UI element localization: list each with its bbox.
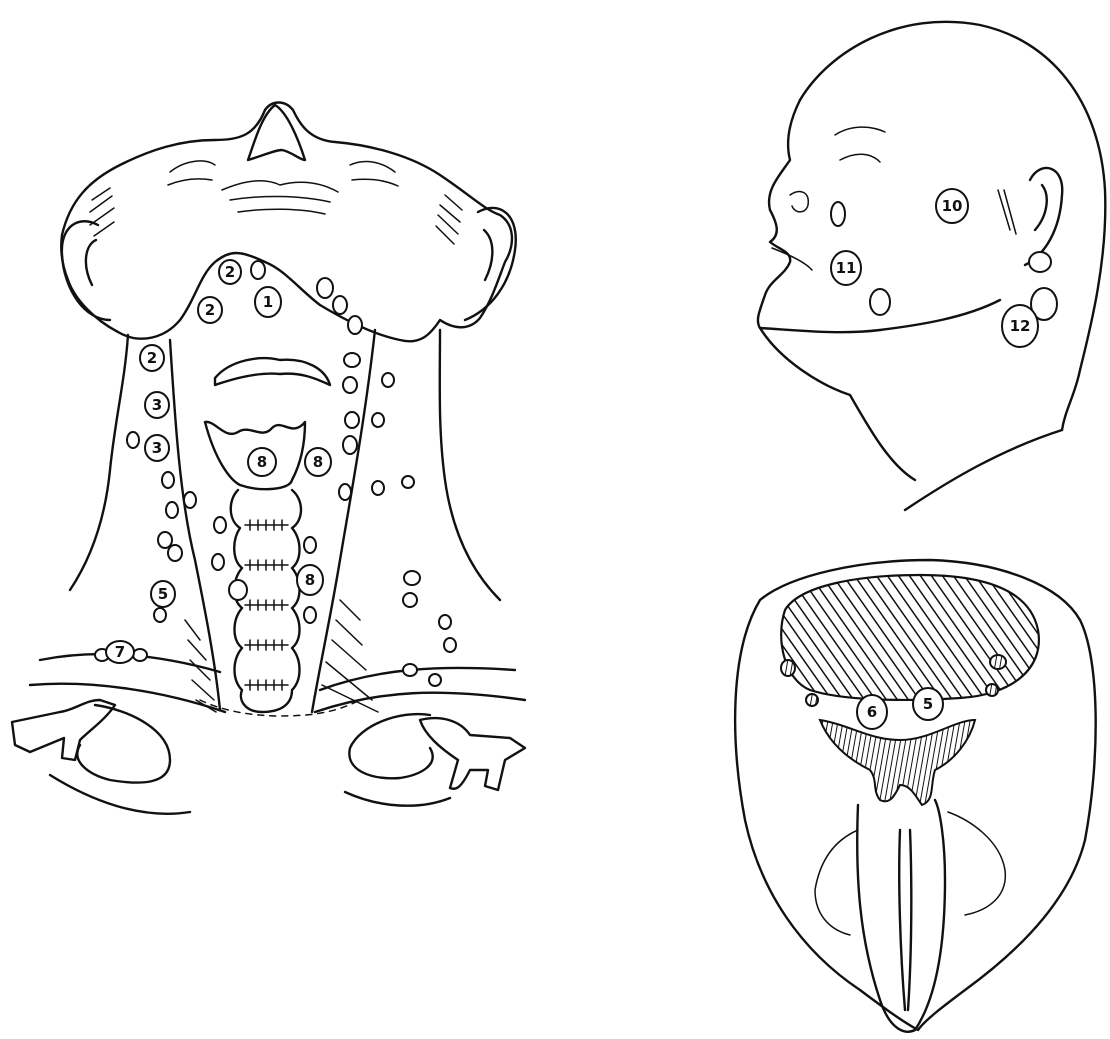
front-neck-panel: 1 2 2 2 3 3 5 7 [12, 103, 525, 814]
section-label-node-1: 5 [913, 688, 943, 720]
front-label-node-2: 2 [198, 297, 222, 323]
larynx-section [820, 720, 975, 805]
hyoid-bone [215, 358, 330, 385]
front-label-node-10: 8 [297, 565, 323, 595]
svg-text:7: 7 [115, 643, 125, 661]
side-node-preauricular [1029, 252, 1051, 272]
vertebral-body [781, 575, 1039, 700]
svg-text:6: 6 [867, 703, 877, 721]
section-label-node-0: 6 [857, 695, 887, 729]
head-profile-outline [800, 22, 1105, 430]
side-label-node-2: 12 [1002, 305, 1038, 347]
svg-text:5: 5 [923, 695, 933, 713]
svg-text:5: 5 [158, 585, 168, 603]
front-label-node-7: 7 [106, 641, 134, 663]
cross-section-panel: 6 5 [735, 560, 1096, 1032]
svg-text:11: 11 [836, 259, 857, 277]
svg-text:3: 3 [152, 439, 162, 457]
mouth-lines [222, 181, 338, 214]
eye-left [168, 161, 215, 185]
ear-left [62, 221, 110, 320]
neck-right-outline [440, 330, 500, 600]
front-unlabeled-nodes [95, 261, 456, 686]
svg-text:2: 2 [147, 349, 157, 367]
svg-text:3: 3 [152, 396, 162, 414]
svg-text:8: 8 [257, 453, 267, 471]
side-head-panel: 10 11 12 [758, 22, 1105, 510]
lobe-left [815, 830, 858, 935]
airway-lumen [899, 830, 911, 1010]
trachea [231, 490, 301, 712]
side-eye [840, 154, 880, 162]
front-label-node-0: 1 [255, 287, 281, 317]
svg-text:12: 12 [1010, 317, 1031, 335]
section-node-right-mid [986, 684, 998, 696]
rib-right [345, 714, 450, 806]
side-lips [772, 248, 812, 270]
hair-right [436, 195, 462, 244]
front-label-node-9: 8 [305, 448, 331, 476]
side-label-node-0: 10 [936, 189, 968, 223]
front-label-node-4: 3 [145, 392, 169, 418]
scm-left [170, 340, 220, 710]
subclavian-vessel-right [420, 718, 525, 790]
section-node-right-top [990, 655, 1006, 669]
front-label-node-6: 5 [151, 581, 175, 607]
side-node-jaw [870, 289, 890, 315]
neck-left-outline [70, 335, 128, 590]
section-node-left-mid [806, 694, 818, 706]
subclavian-vessel-left [12, 700, 115, 760]
side-sideburn [998, 190, 1016, 234]
section-node-left-top [781, 660, 795, 676]
front-label-node-8: 8 [248, 448, 276, 476]
front-label-node-5: 3 [145, 435, 169, 461]
front-label-node-3: 2 [140, 345, 164, 371]
svg-text:2: 2 [205, 301, 215, 319]
svg-text:8: 8 [305, 571, 315, 589]
nose-outline [248, 105, 305, 160]
jaw-neck-line [760, 328, 1062, 510]
svg-text:1: 1 [263, 293, 273, 311]
side-ear [1025, 168, 1062, 265]
side-nostril [790, 192, 808, 212]
side-label-node-1: 11 [831, 251, 861, 285]
side-brow [835, 127, 885, 135]
lobe-right [948, 812, 1005, 915]
svg-text:8: 8 [313, 453, 323, 471]
svg-text:2: 2 [225, 263, 235, 281]
eye-right [350, 161, 398, 186]
svg-text:10: 10 [942, 197, 963, 215]
side-node-small [831, 202, 845, 226]
front-label-node-1: 2 [219, 260, 241, 284]
hair-left [90, 188, 114, 236]
